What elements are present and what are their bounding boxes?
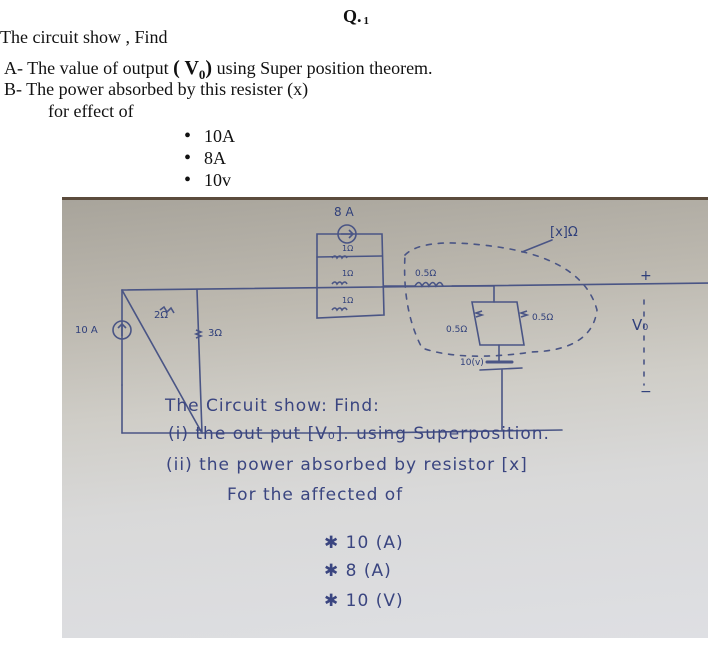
label-1ohm-b: 1Ω: [342, 269, 353, 278]
circuit-diagram: 10 A 8 A 2Ω 3Ω 1Ω 1Ω 1Ω 0.5Ω 0.5Ω 0.5Ω 1…: [75, 205, 708, 434]
source-list: 10A 8A 10v: [184, 125, 235, 191]
handwritten-line-4: For the affected of: [227, 485, 404, 505]
handwritten-item-10a: ✱ 10 (A): [324, 533, 404, 553]
label-05ohm-left: 0.5Ω: [446, 325, 467, 335]
source-item-10v: 10v: [184, 169, 235, 191]
label-8a: 8 A: [334, 205, 354, 219]
label-05ohm-series: 0.5Ω: [415, 269, 436, 279]
handwritten-line-3: (ii) the power absorbed by resistor [x]: [166, 455, 528, 475]
label-x-resistor: [x]Ω: [550, 225, 578, 240]
question-number: Q.1: [343, 6, 370, 27]
question-part-a: A- The value of output ( V0) using Super…: [4, 57, 433, 82]
asterisk-icon: ✱: [324, 533, 340, 553]
source-item-10a: 10A: [184, 125, 235, 147]
label-10v: 10(v): [460, 358, 484, 368]
handwritten-line-2: (i) the out put [V₀]. using Superpositio…: [168, 424, 550, 444]
source-item-8a: 8A: [184, 147, 235, 169]
question-part-b-continued: for effect of: [48, 101, 134, 121]
asterisk-icon: ✱: [324, 561, 340, 581]
label-1ohm-a: 1Ω: [342, 244, 353, 253]
circuit-photo: 10 A 8 A 2Ω 3Ω 1Ω 1Ω 1Ω 0.5Ω 0.5Ω 0.5Ω 1…: [62, 197, 708, 638]
handwritten-item-8a: ✱ 8 (A): [324, 561, 392, 581]
label-1ohm-c: 1Ω: [342, 296, 353, 305]
asterisk-icon: ✱: [324, 591, 340, 611]
label-vo: V₀: [632, 316, 648, 334]
label-vo-minus: −: [640, 384, 652, 400]
vo-variable: ( V0): [173, 57, 213, 82]
label-3ohm: 3Ω: [208, 328, 222, 339]
label-vo-plus: +: [640, 268, 652, 284]
label-10a: 10 A: [75, 325, 98, 336]
current-source-10a: [112, 320, 132, 340]
question-part-b: B- The power absorbed by this resister (…: [4, 79, 309, 99]
label-05ohm-right: 0.5Ω: [532, 313, 553, 323]
handwritten-line-1: The Circuit show: Find:: [165, 396, 380, 416]
handwritten-item-10v: ✱ 10 (V): [324, 591, 404, 611]
current-source-8a: [337, 224, 357, 244]
question-intro: The circuit show , Find: [0, 27, 168, 47]
label-2ohm: 2Ω: [154, 310, 168, 321]
